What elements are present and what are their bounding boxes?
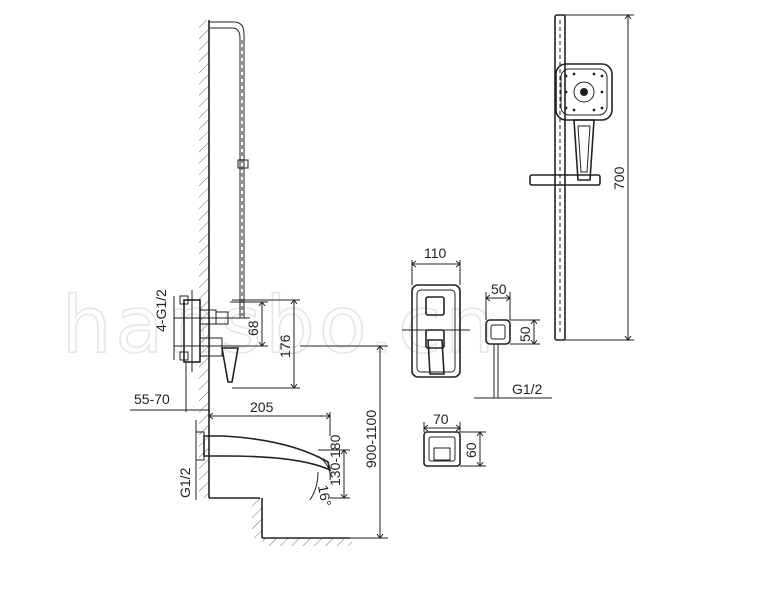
dim-angle-16: 16°: [315, 484, 334, 508]
hand-shower: [555, 63, 613, 181]
dim-rail-700: 700: [611, 166, 627, 190]
dim-knob-50-h: 50: [517, 326, 533, 342]
dim-thread-g12-spout: G1/2: [177, 467, 193, 498]
dim-55-70: 55-70: [134, 391, 170, 407]
mixer-front-plate: [402, 284, 470, 378]
dim-box-70: 70: [433, 411, 449, 427]
dim-176: 176: [277, 334, 293, 358]
bath-spout: [195, 431, 332, 481]
dim-205: 205: [250, 399, 274, 415]
shower-pipe: [209, 21, 249, 318]
dim-thread-4-g12: 4-G1/2: [153, 289, 169, 332]
dim-110: 110: [424, 245, 447, 261]
connector-box: [423, 431, 461, 467]
dim-900-1100: 900-1100: [363, 410, 379, 468]
dim-thread-g12-knob: G1/2: [512, 381, 543, 397]
knob-detail: [485, 319, 511, 398]
dim-130-180: 130-180: [327, 434, 343, 486]
watermark: hansbo.cn: [62, 281, 498, 371]
dim-knob-50-w: 50: [491, 281, 507, 297]
dim-box-60: 60: [463, 442, 479, 458]
dim-68: 68: [245, 320, 261, 336]
